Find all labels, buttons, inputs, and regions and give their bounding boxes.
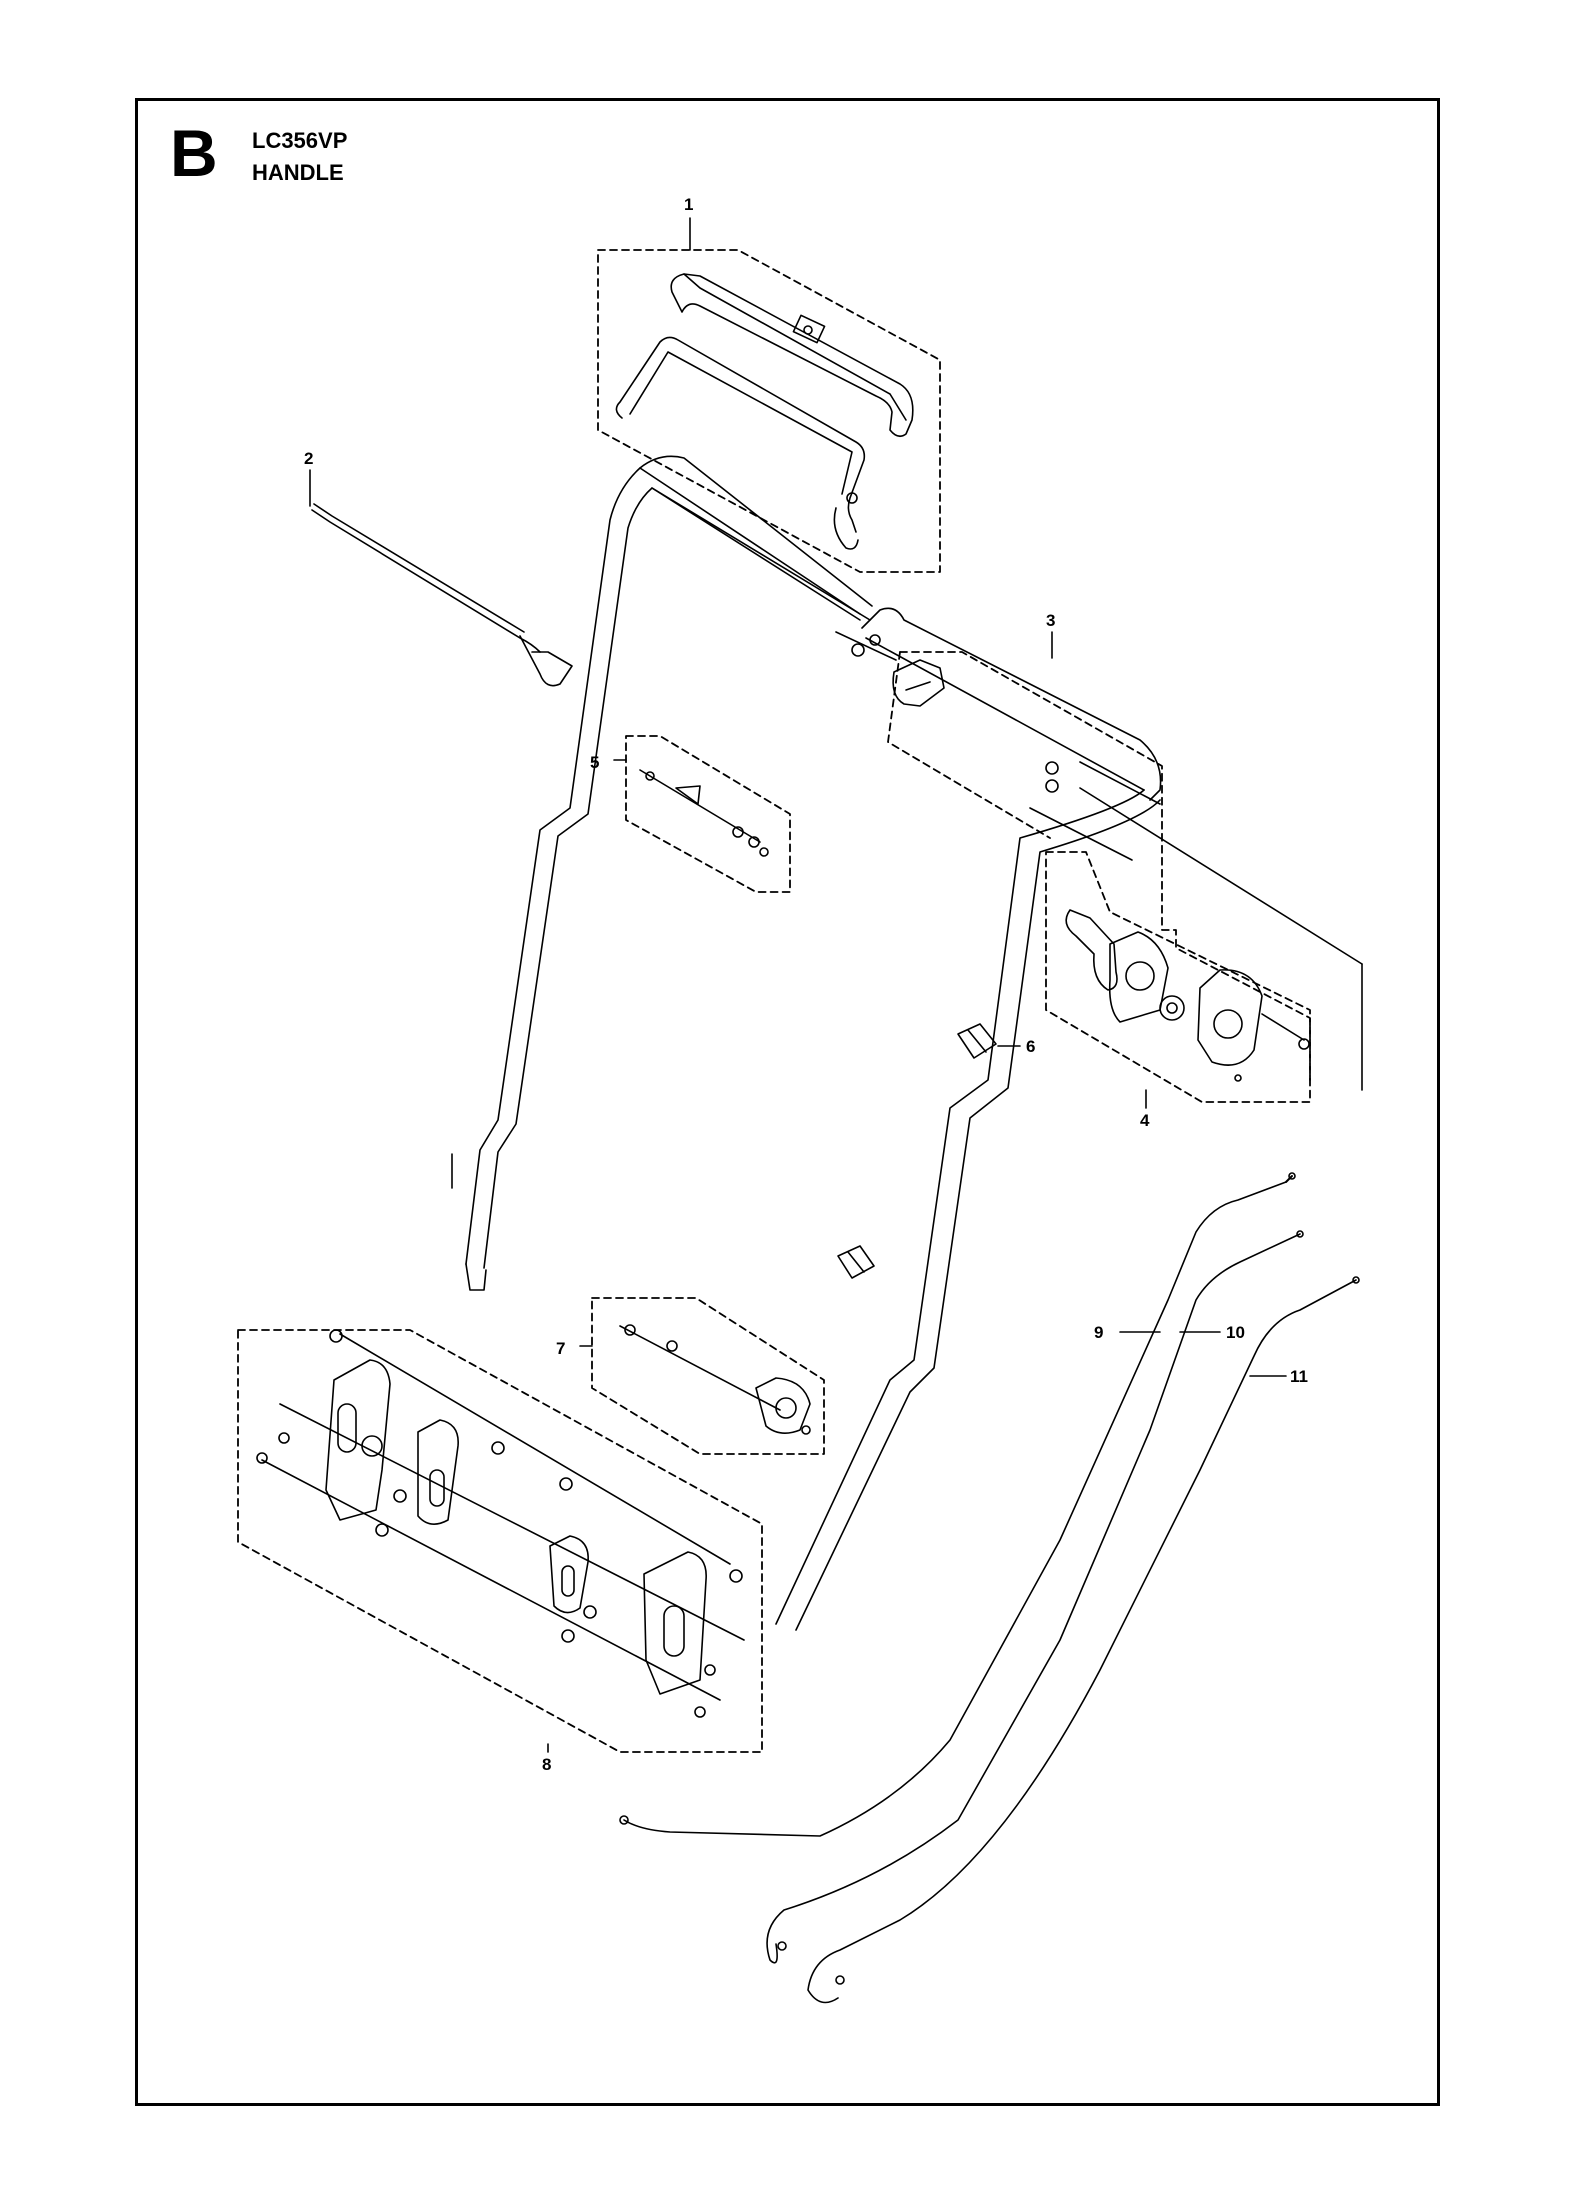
callout-9: 9 [1094,1323,1103,1342]
section-letter: B [170,116,218,190]
part-8-adjust-plates [237,1329,763,1753]
part-7-knob-group [579,1297,825,1455]
callout-11: 11 [1290,1367,1308,1386]
callout-6: 6 [1026,1037,1035,1056]
part-5-hardware-group [613,735,791,893]
callout-4: 4 [1140,1111,1150,1130]
part-1-grip-group [597,217,941,573]
callout-labels: 1 2 3 4 5 6 7 8 9 10 11 [304,195,1308,1774]
callout-8: 8 [542,1755,551,1774]
callout-7: 7 [556,1339,565,1358]
callout-3: 3 [1046,611,1055,630]
part-3-clip-group [887,651,1363,1091]
model-number: LC356VP [252,128,348,153]
callout-5: 5 [590,753,599,772]
page-frame [135,98,1440,2106]
part-6-pad [837,1023,1021,1279]
callout-1: 1 [684,195,693,214]
callout-10: 10 [1226,1323,1245,1342]
cables-9-10-11 [619,1172,1360,2004]
part-4-lever-assembly [1045,851,1311,1109]
part-2-rod [309,469,573,687]
diagram-title: HANDLE [252,160,344,185]
callout-2: 2 [304,449,313,468]
